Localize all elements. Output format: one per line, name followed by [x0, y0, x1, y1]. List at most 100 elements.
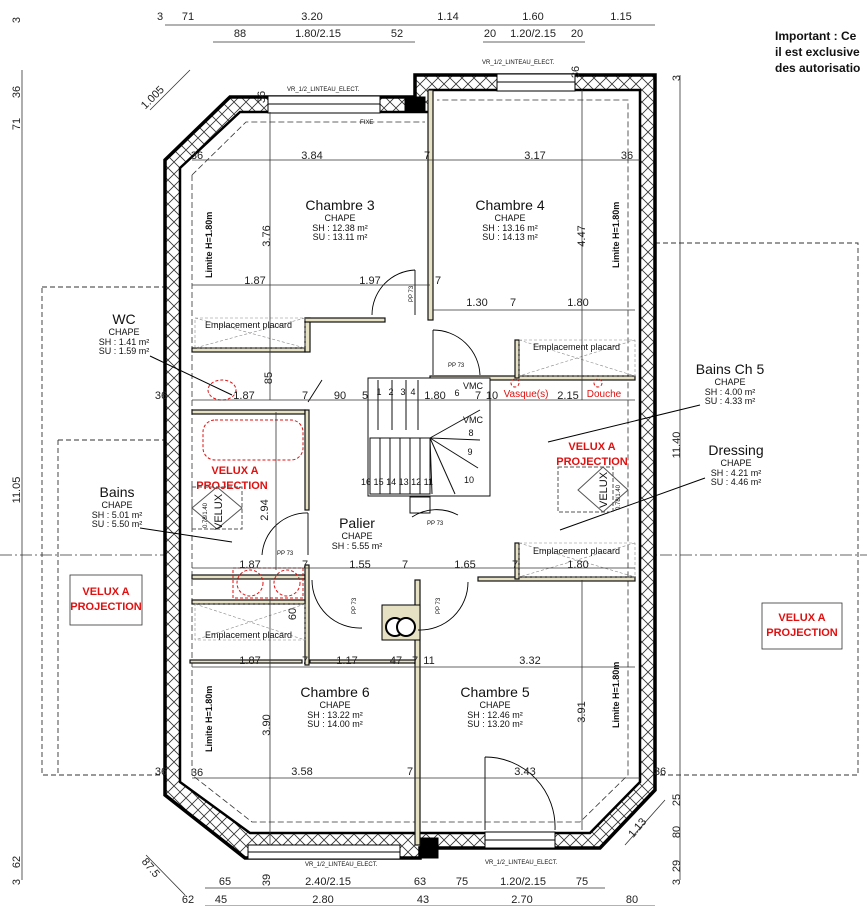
dimension-label: 1.87 — [244, 275, 265, 287]
room-floor: CHAPE — [341, 531, 372, 541]
room-bains-ch5: Bains Ch 5 CHAPE SH : 4.00 m² SU : 4.33 … — [696, 361, 765, 406]
stair-number: 2 — [388, 387, 393, 397]
door-pp-label: PP 73 — [277, 551, 294, 557]
windows — [247, 73, 576, 860]
dimension-label: 87.5 — [139, 856, 162, 880]
dimension-label: 3 — [157, 11, 163, 23]
limite-label: Limite H=1.80m — [611, 202, 621, 268]
dimension-label: 36 — [570, 66, 582, 78]
door-pp-label: PP 73 — [427, 521, 444, 527]
room-su: SU : 5.50 m² — [92, 519, 143, 529]
room-chambre-5: Chambre 5 CHAPE SH : 12.46 m² SU : 13.20… — [460, 684, 529, 729]
dimension-label: 10 — [486, 390, 498, 402]
room-su: SU : 4.33 m² — [705, 396, 756, 406]
velux-projection-left: VELUX A PROJECTION — [69, 574, 143, 626]
room-floor: CHAPE — [319, 700, 350, 710]
vmc-label: VMC — [463, 381, 484, 391]
velux-label: VELUX A — [211, 465, 258, 477]
douche-label: Douche — [587, 389, 622, 400]
stair-number: 4 — [410, 387, 415, 397]
dimension-label: 3.90 — [261, 714, 273, 735]
room-sh: SH : 12.46 m² — [467, 710, 523, 720]
room-sh: SH : 13.16 m² — [482, 223, 538, 233]
room-chambre-3: Chambre 3 CHAPE SH : 12.38 m² SU : 13.11… — [305, 197, 374, 242]
dimension-label: 75 — [576, 876, 588, 888]
dimension-label: 65 — [219, 876, 231, 888]
velux-text: VELUX — [598, 471, 610, 508]
dimension-label: 11.40 — [671, 432, 683, 459]
doors[interactable] — [261, 269, 556, 831]
sanitary-fixtures — [202, 378, 603, 599]
dimension-label: 3.17 — [524, 150, 545, 162]
dimension-label: 7 — [302, 390, 308, 402]
room-name: Bains Ch 5 — [696, 361, 765, 377]
dimension-label: 71 — [182, 11, 194, 23]
leader-arrows — [139, 355, 706, 543]
dimension-label: 1.80 — [567, 297, 588, 309]
velux-projection-bains-ch5: VELUX A PROJECTION — [556, 441, 628, 468]
velux-text: VELUX — [213, 493, 225, 530]
dimension-label: 3.84 — [301, 150, 322, 162]
dimension-label: 1.60 — [522, 11, 543, 23]
dimension-label: 36 — [621, 150, 633, 162]
dimension-label: 4.47 — [576, 225, 588, 246]
dimension-label: 1.13 — [626, 816, 649, 840]
room-dressing: Dressing CHAPE SH : 4.21 m² SU : 4.46 m² — [708, 442, 763, 487]
stair-number: 9 — [467, 447, 472, 457]
dimension-label: 3.76 — [261, 225, 273, 246]
dimension-label: 1.65 — [454, 559, 475, 571]
dimension-label: 7 — [407, 766, 413, 778]
dimension-label: 62 — [11, 856, 23, 868]
room-sh: SH : 13.22 m² — [307, 710, 363, 720]
dimension-label: 7 — [302, 559, 308, 571]
vasque-label: Vasque(s) — [504, 389, 549, 400]
dimension-label: 2.94 — [259, 499, 271, 520]
dimension-label: 36 — [191, 150, 203, 162]
dimension-label: 47 — [390, 655, 402, 667]
dimension-label: 1.20/2.15 — [510, 28, 556, 40]
room-name: Chambre 4 — [475, 197, 544, 213]
dimension-label: 5 — [362, 390, 368, 402]
dimension-label: 1.87 — [239, 559, 260, 571]
room-su: SU : 14.00 m² — [307, 719, 363, 729]
room-su: SU : 14.13 m² — [482, 232, 538, 242]
dimension-label: 7 — [512, 559, 518, 571]
dimension-label: 1.80 — [424, 390, 445, 402]
room-floor: CHAPE — [101, 500, 132, 510]
dimension-label: 2.80 — [312, 894, 333, 906]
dimension-label: 71 — [11, 118, 23, 130]
placards — [194, 317, 636, 641]
velux-label: VELUX A — [82, 586, 129, 598]
velux-window-bains-ch5: VELUX 0.78/1.40 — [557, 466, 629, 513]
room-floor: CHAPE — [324, 213, 355, 223]
room-floor: CHAPE — [479, 700, 510, 710]
staircase[interactable] — [367, 377, 491, 514]
vmc-label: VMC — [463, 415, 484, 425]
note-line: il est exclusive — [775, 45, 860, 59]
dimension-label: 2.70 — [511, 894, 532, 906]
dimension-label: 1.87 — [239, 655, 260, 667]
dimension-label: 1.55 — [349, 559, 370, 571]
limite-label: Limite H=1.80m — [204, 686, 214, 752]
lintel-label: VR_1/2_LINTEAU_ELECT. — [287, 87, 360, 93]
dimension-label: 36 — [11, 86, 23, 98]
dimension-label: 1.80 — [567, 559, 588, 571]
room-su: SU : 1.59 m² — [99, 346, 150, 356]
velux-size: 0.78/1.40 — [203, 502, 209, 528]
velux-label: PROJECTION — [556, 456, 628, 468]
dimension-label: 45 — [215, 894, 227, 906]
dimension-label: 1.30 — [466, 297, 487, 309]
velux-size: 0.78/1.40 — [616, 484, 622, 510]
placard-label: Emplacement placard — [533, 342, 620, 352]
dimension-label: 62 — [182, 894, 194, 906]
room-sh: SH : 12.38 m² — [312, 223, 368, 233]
room-su: SU : 13.11 m² — [313, 232, 368, 242]
room-wc: WC CHAPE SH : 1.41 m² SU : 1.59 m² — [99, 311, 150, 356]
dimension-label: 39 — [261, 874, 273, 886]
note-line: Important : Ce — [775, 29, 857, 43]
dimension-label: 1.14 — [437, 11, 458, 23]
room-name: Dressing — [708, 442, 763, 458]
placard-label: Emplacement placard — [205, 320, 292, 330]
